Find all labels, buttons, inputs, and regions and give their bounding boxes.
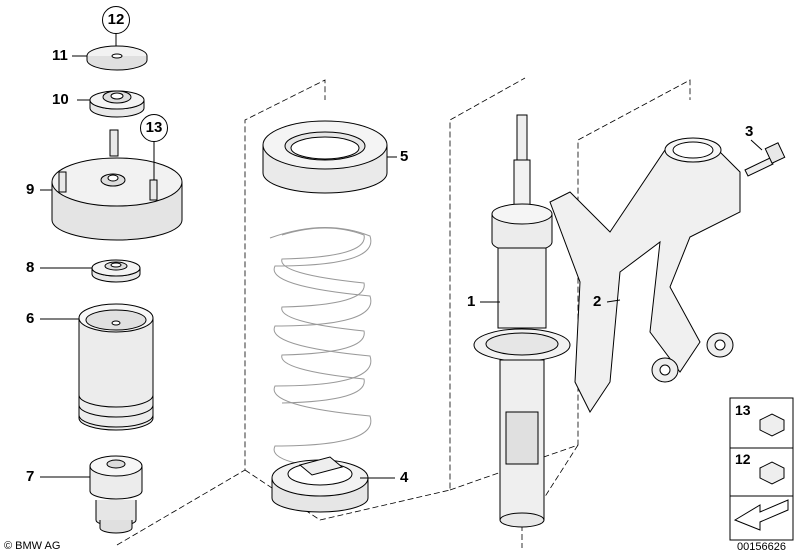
legend-label-13: 13 bbox=[735, 402, 751, 418]
callout-1: 1 bbox=[467, 293, 476, 310]
callout-12-circled: 12 bbox=[102, 6, 130, 34]
shock-absorber-part-1 bbox=[473, 114, 571, 528]
wheel-carrier-part-2 bbox=[549, 137, 741, 413]
callout-leader-lines bbox=[40, 33, 763, 479]
dust-boot-part-6 bbox=[78, 303, 154, 431]
callout-8: 8 bbox=[26, 259, 35, 276]
callout-10: 10 bbox=[52, 91, 69, 108]
callout-4: 4 bbox=[400, 469, 409, 486]
legend-label-12: 12 bbox=[735, 451, 751, 467]
callout-7: 7 bbox=[26, 468, 35, 485]
bolt-part-3 bbox=[744, 142, 786, 177]
callout-11: 11 bbox=[52, 47, 68, 64]
callout-13-circled: 13 bbox=[140, 114, 168, 142]
upper-spring-seat-part-5 bbox=[262, 120, 388, 194]
strut-mount-part-9 bbox=[51, 129, 183, 241]
nut-icon bbox=[759, 461, 785, 485]
document-id: 00156626 bbox=[737, 541, 786, 553]
bump-stop-part-7 bbox=[89, 455, 143, 534]
copyright-text: © BMW AG bbox=[4, 540, 61, 552]
callout-5: 5 bbox=[400, 148, 409, 165]
fastener-legend bbox=[729, 397, 794, 541]
arrow-icon bbox=[733, 499, 789, 531]
washer-part-8 bbox=[91, 259, 141, 283]
callout-9: 9 bbox=[26, 181, 35, 198]
lower-spring-seat-part-4 bbox=[271, 456, 369, 513]
bearing-part-10 bbox=[89, 90, 145, 118]
callout-2: 2 bbox=[593, 293, 602, 310]
callout-6: 6 bbox=[26, 310, 35, 327]
coil-spring bbox=[269, 226, 372, 472]
nut-icon bbox=[759, 413, 785, 437]
callout-3: 3 bbox=[745, 123, 754, 140]
washer-part-11 bbox=[86, 45, 148, 71]
